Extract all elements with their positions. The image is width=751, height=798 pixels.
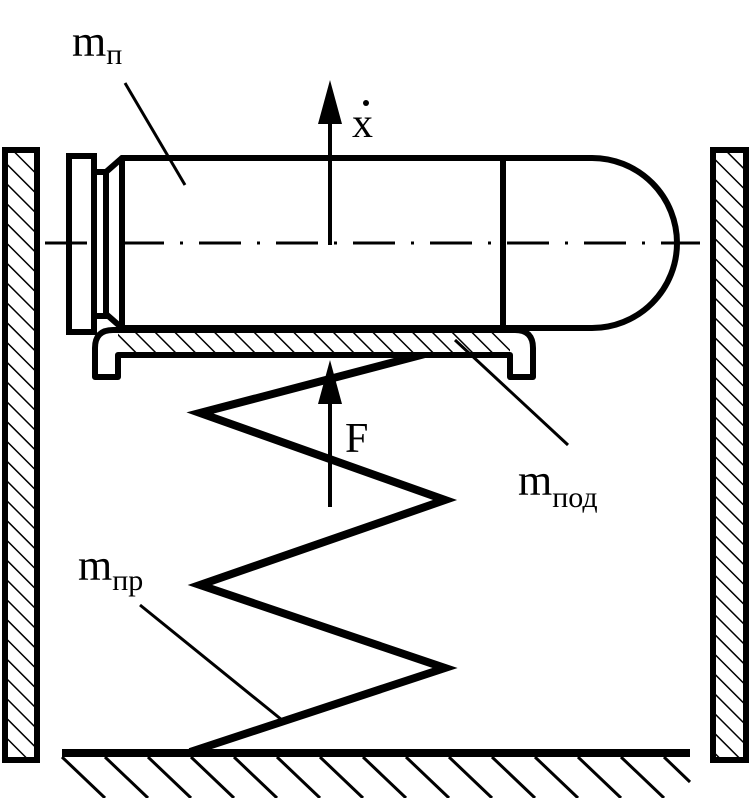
velocity-arrow xyxy=(318,80,342,245)
label-carrier-mass: mпод xyxy=(518,456,598,514)
label-force: F xyxy=(345,416,368,462)
carrier xyxy=(92,327,536,380)
label-projectile-mass: mп xyxy=(72,17,122,71)
leader-spring xyxy=(139,603,283,722)
label-velocity: x xyxy=(352,100,373,147)
right-wall xyxy=(710,147,749,763)
ground xyxy=(60,749,692,798)
svg-text:x: x xyxy=(352,101,373,147)
label-spring-mass: mпр xyxy=(78,541,143,597)
force-arrow xyxy=(318,360,342,507)
leader-carrier xyxy=(453,338,570,447)
leader-projectile xyxy=(123,82,187,186)
spring xyxy=(186,346,458,756)
left-wall xyxy=(2,147,40,763)
